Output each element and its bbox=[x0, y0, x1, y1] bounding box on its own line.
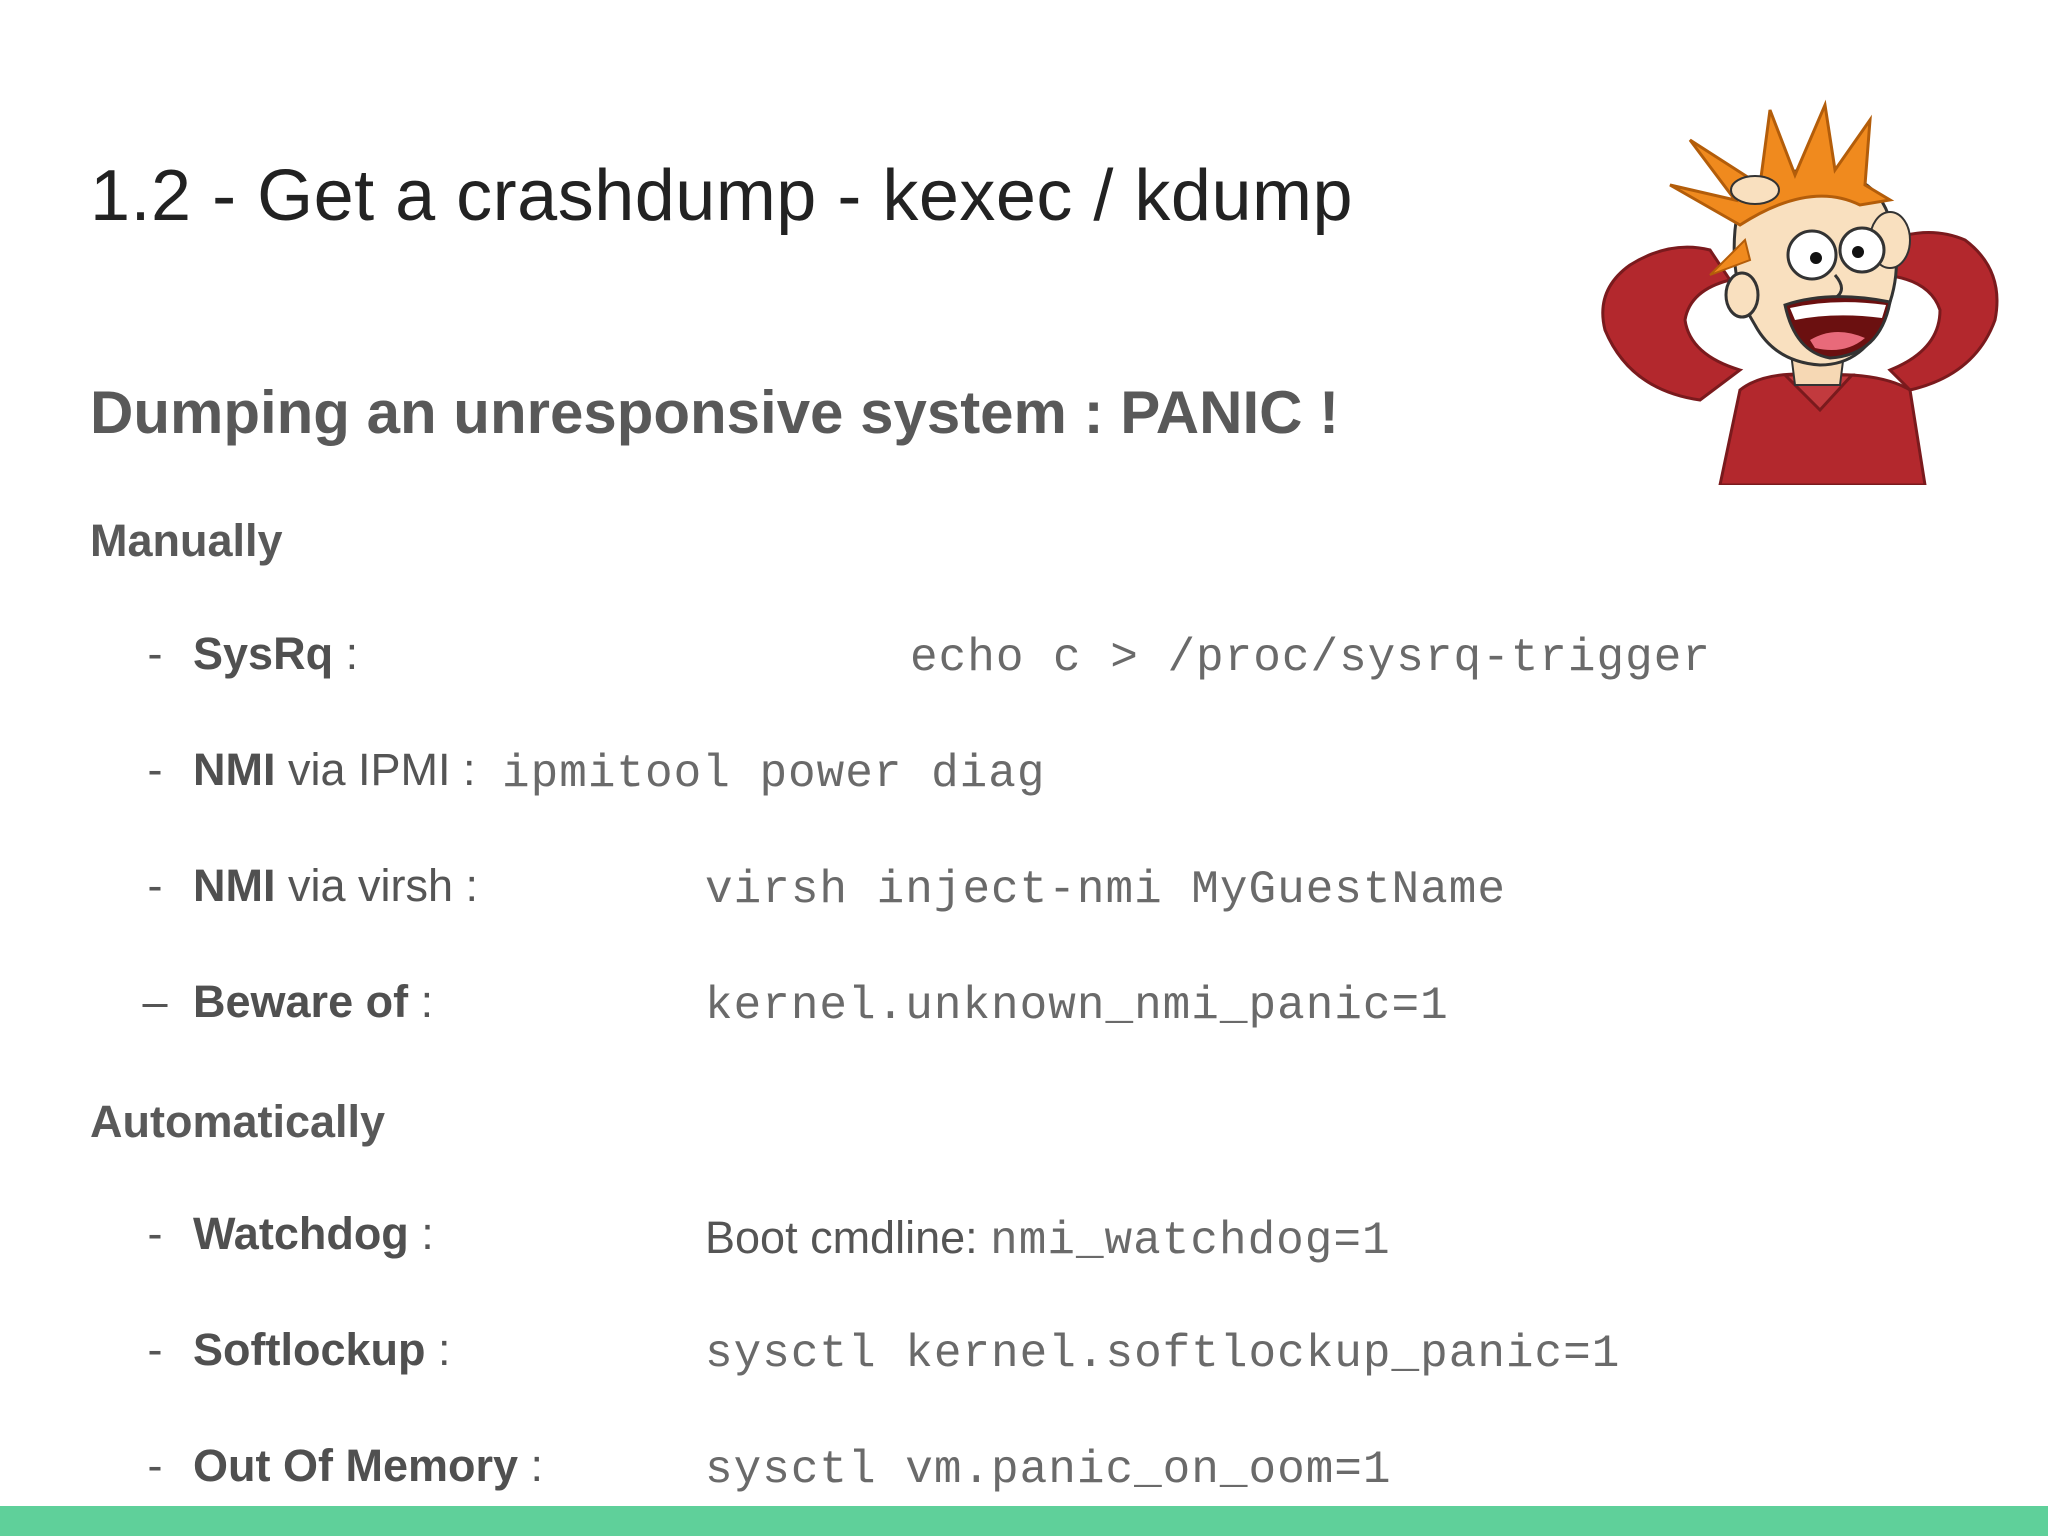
bullet-dash: - bbox=[147, 1440, 163, 1491]
command-code: sysctl kernel.softlockup_panic=1 bbox=[705, 1328, 1621, 1380]
bullet-dash: - bbox=[147, 1324, 163, 1375]
command-code: echo c > /proc/sysrq-trigger bbox=[910, 632, 1711, 684]
item-label-bold: Watchdog bbox=[193, 1208, 409, 1259]
item-label-rest: : bbox=[518, 1440, 544, 1491]
command-code: virsh inject-nmi MyGuestName bbox=[705, 864, 1506, 916]
slide-title: 1.2 - Get a crashdump - kexec / kdump bbox=[90, 156, 1354, 236]
command-code: nmi_watchdog=1 bbox=[990, 1215, 1391, 1267]
command-code: ipmitool power diag bbox=[502, 748, 1046, 800]
accent-bar bbox=[0, 1506, 2048, 1536]
bullet-dash: - bbox=[147, 744, 163, 795]
item-label: Beware of : bbox=[193, 976, 433, 1028]
item-label: NMI via IPMI : bbox=[193, 744, 476, 796]
item-label-rest: : bbox=[425, 1324, 451, 1375]
bullet-dash: - bbox=[147, 628, 163, 679]
item-label-rest: : bbox=[408, 1208, 434, 1259]
item-label: SysRq : bbox=[193, 628, 358, 680]
item-label-bold: SysRq bbox=[193, 628, 334, 679]
item-label: Softlockup : bbox=[193, 1324, 451, 1376]
item-label: Watchdog : bbox=[193, 1208, 434, 1260]
item-label: Out Of Memory : bbox=[193, 1440, 543, 1492]
bullet-dash: - bbox=[147, 1208, 163, 1259]
item-label-rest: : bbox=[333, 628, 359, 679]
bullet-dash: – bbox=[142, 976, 168, 1027]
item-label-bold: Beware of bbox=[193, 976, 409, 1027]
section-heading-manually: Manually bbox=[90, 515, 283, 566]
command-code-group: Boot cmdline: nmi_watchdog=1 bbox=[705, 1212, 1391, 1267]
item-label-rest: via virsh : bbox=[275, 860, 479, 911]
command-prefix: Boot cmdline: bbox=[705, 1212, 991, 1263]
item-label: NMI via virsh : bbox=[193, 860, 478, 912]
panicking-cartoon-character-icon bbox=[1601, 99, 1999, 485]
item-label-bold: Softlockup bbox=[193, 1324, 426, 1375]
item-label-bold: Out Of Memory bbox=[193, 1440, 519, 1491]
command-code: sysctl vm.panic_on_oom=1 bbox=[705, 1444, 1392, 1496]
item-label-bold: NMI bbox=[193, 744, 276, 795]
item-label-bold: NMI bbox=[193, 860, 276, 911]
item-label-rest: via IPMI : bbox=[275, 744, 476, 795]
section-heading-automatically: Automatically bbox=[90, 1096, 386, 1147]
command-code: kernel.unknown_nmi_panic=1 bbox=[705, 980, 1449, 1032]
item-label-rest: : bbox=[408, 976, 434, 1027]
bullet-dash: - bbox=[147, 860, 163, 911]
slide-subtitle: Dumping an unresponsive system : PANIC ! bbox=[90, 379, 1340, 446]
